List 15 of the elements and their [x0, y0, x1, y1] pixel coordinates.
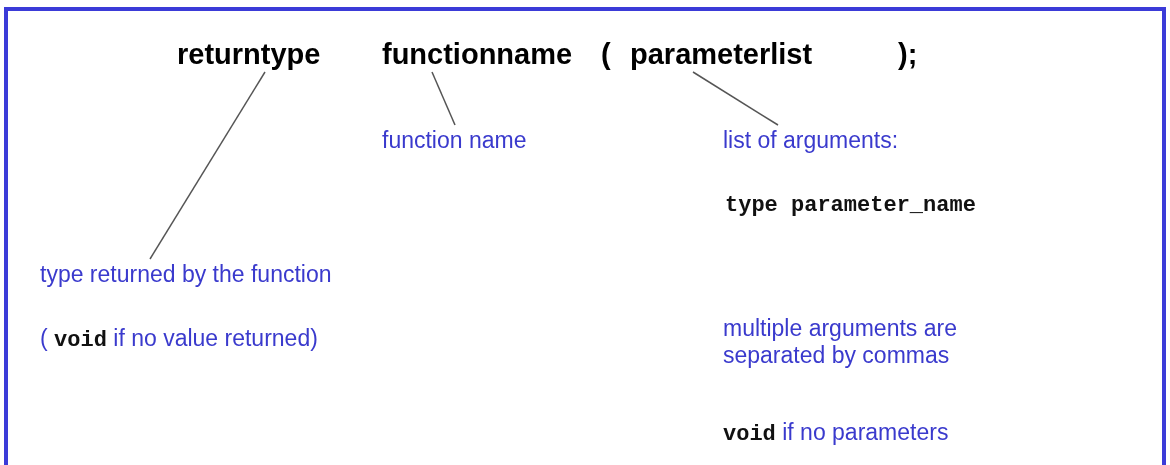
code-keyword: parameterlist	[630, 38, 813, 71]
annotation-text: function name	[382, 127, 527, 154]
leader-line	[431, 71, 456, 126]
code-keyword: returntype	[177, 38, 321, 71]
code-punctuation: (	[601, 38, 611, 71]
annotation-text: list of arguments:	[723, 127, 899, 154]
leader-line	[149, 71, 266, 260]
leader-line	[692, 71, 779, 126]
code-punctuation: );	[898, 38, 918, 71]
code-keyword: functionname	[382, 38, 573, 71]
annotation-text: multiple arguments are separated by commas	[723, 315, 958, 369]
code-text: type parameter_name	[725, 193, 976, 218]
annotation-text: type returned by the function	[40, 261, 332, 288]
annotation-text: ( void if no value returned)	[40, 325, 318, 353]
annotation-text: void if no parameters	[723, 419, 949, 447]
